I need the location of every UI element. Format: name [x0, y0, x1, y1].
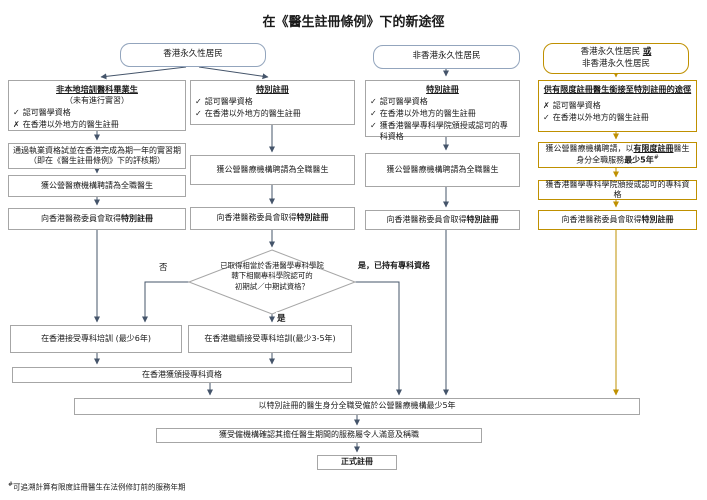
- check-item: ✓認可醫學資格: [370, 96, 428, 106]
- step-employed-public-3: 獲公營醫療機構聘請為全職醫生: [365, 153, 520, 187]
- step-obtain-special-registration-3: 向香港醫務委員會取得特別註冊: [365, 210, 520, 230]
- page-title: 在《醫生註冊條例》下的新途徑: [262, 15, 445, 30]
- check-item: ✓在香港以外地方的醫生註冊: [195, 109, 301, 119]
- eligibility-title: 非本地培訓醫科畢業生: [56, 84, 138, 94]
- check-item: ✓在香港以外地方的醫生註冊: [370, 109, 476, 119]
- branch-label-no: 否: [158, 261, 169, 273]
- check-item: ✗在香港以外地方的醫生註冊: [13, 120, 119, 130]
- step-obtain-special-registration-4: 向香港醫務委員會取得特別註冊: [538, 210, 697, 230]
- step-academy-specialist-qualification: 獲香港醫學專科學院頒授或認可的專科資格: [538, 180, 697, 200]
- step-limited-registration-service-5y: 獲公營醫療機構聘請，以有限度註冊醫生身分全職服務最少5年#: [538, 142, 697, 168]
- check-item: ✗認可醫學資格: [543, 100, 601, 110]
- step-employer-confirmation: 獲受僱機構確認其擔任醫生期間的服務屬令人滿意及稱職: [156, 428, 482, 443]
- eligibility-box-nonlocal-graduate: 非本地培訓醫科畢業生 （未有進行實習） ✓認可醫學資格 ✗在香港以外地方的醫生註…: [8, 80, 186, 131]
- eligibility-box-limited-registration-bridge: 供有限度註冊醫生銜接至特別註冊的途徑 ✗認可醫學資格 ✓在香港以外地方的醫生註冊: [538, 80, 697, 132]
- step-specialist-training-6y: 在香港接受專科培訓 (最少6年): [10, 325, 182, 353]
- header-either-residency: 香港永久性居民 或 非香港永久性居民: [543, 43, 689, 74]
- step-full-registration: 正式註冊: [317, 455, 397, 470]
- eligibility-title: 特別註冊: [426, 84, 459, 94]
- step-employed-public-2: 獲公營醫療機構聘請為全職醫生: [190, 155, 355, 185]
- step-awarded-specialist-qualification: 在香港獲頒授專科資格: [12, 367, 352, 383]
- footnote: #可追溯計算有限度註冊醫生在法例修訂前的服務年期: [8, 481, 186, 492]
- eligibility-title: 特別註冊: [256, 84, 289, 94]
- check-item: ✓在香港以外地方的醫生註冊: [543, 113, 649, 123]
- check-item: ✓認可醫學資格: [13, 108, 71, 118]
- branch-label-yes: 是: [276, 312, 287, 324]
- decision-diamond-text: 已取得相當於香港醫學專科學院 轄下相關專科學院認可的 初期試／中期試資格？: [220, 261, 324, 291]
- step-obtain-special-registration-1: 向香港醫務委員會取得特別註冊: [8, 208, 186, 230]
- step-specialist-training-3-5y: 在香港繼續接受專科培訓(最少3-5年): [188, 325, 352, 353]
- eligibility-title: 供有限度註冊醫生銜接至特別註冊的途徑: [543, 84, 692, 94]
- step-licensing-exam-internship: 通過執業資格試並在香港完成為期一年的實習期（即在《醫生註冊條例》下的評核期）: [8, 143, 186, 169]
- eligibility-box-special-registration-2: 特別註冊 ✓認可醫學資格 ✓在香港以外地方的醫生註冊: [190, 80, 355, 125]
- eligibility-box-special-registration-3: 特別註冊 ✓認可醫學資格 ✓在香港以外地方的醫生註冊 ✓獲香港醫學專科學院頒授或…: [365, 80, 520, 141]
- branch-label-yes-specialist: 是，已持有專科資格: [357, 260, 431, 271]
- header-hk-permanent-resident: 香港永久性居民: [120, 43, 266, 67]
- header-non-hk-permanent-resident: 非香港永久性居民: [373, 45, 520, 69]
- check-item: ✓獲香港醫學專科學院頒授或認可的專科資格: [370, 121, 508, 141]
- step-employed-5y-special-registration: 以特別註冊的醫生身分全職受僱於公營醫療機構最少5年: [74, 398, 640, 415]
- decision-diamond-shape: [187, 249, 357, 315]
- step-obtain-special-registration-2: 向香港醫務委員會取得特別註冊: [190, 207, 355, 230]
- step-employed-public-1: 獲公營醫療機構聘請為全職醫生: [8, 175, 186, 197]
- check-item: ✓認可醫學資格: [195, 96, 253, 106]
